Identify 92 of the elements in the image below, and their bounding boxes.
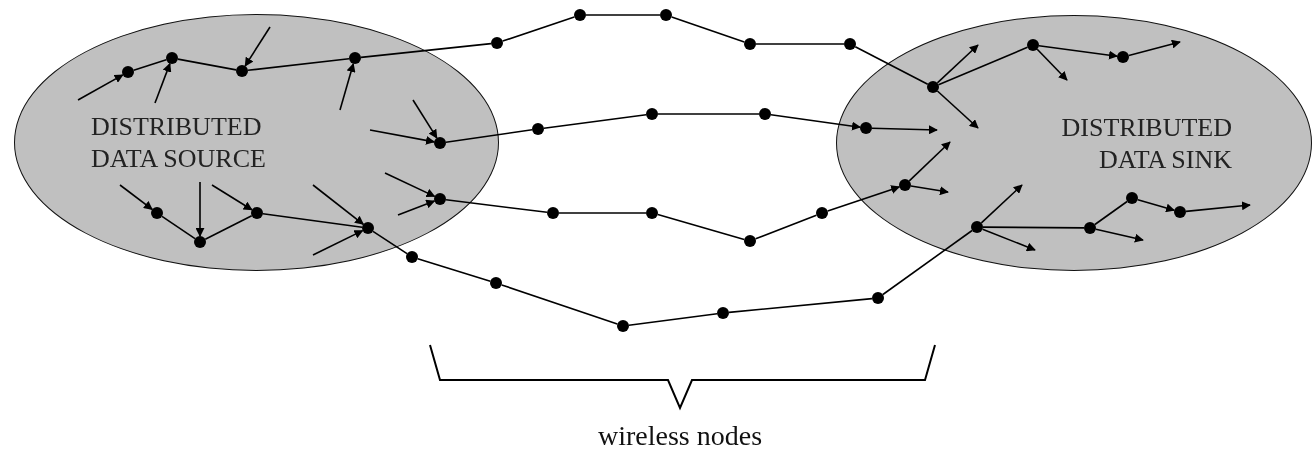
link-line	[657, 213, 745, 241]
node-dot	[1116, 50, 1129, 63]
link-line	[543, 114, 647, 129]
node-dot	[1125, 191, 1138, 204]
link-line	[262, 213, 363, 228]
flow-arrow	[312, 229, 364, 256]
link-line	[161, 215, 196, 240]
flow-arrow	[369, 129, 435, 145]
node-dot	[1026, 38, 1039, 51]
link-line	[937, 46, 1029, 86]
link-line	[558, 212, 647, 214]
flow-arrow	[119, 184, 153, 211]
node-dot	[744, 38, 756, 50]
node-dot	[859, 121, 872, 134]
node-dot	[547, 207, 559, 219]
node-dot	[646, 207, 658, 219]
node-dot	[235, 64, 248, 77]
flow-arrow	[871, 125, 938, 135]
flow-arrow	[936, 44, 979, 84]
flow-arrow	[1185, 201, 1251, 213]
node-dot	[121, 65, 134, 78]
cluster-label: DISTRIBUTED DATA SOURCE	[91, 111, 267, 175]
node-dot	[646, 108, 658, 120]
flow-arrow	[339, 62, 356, 111]
node-dot	[348, 51, 361, 64]
node-dot	[872, 292, 884, 304]
link-line	[1137, 198, 1176, 213]
flow-arrow	[1128, 39, 1181, 57]
node-dot	[490, 277, 502, 289]
node-dot	[1083, 221, 1096, 234]
node-dot	[759, 108, 771, 120]
link-line	[1038, 45, 1118, 60]
node-dot	[250, 206, 263, 219]
node-dot	[491, 37, 503, 49]
flow-arrow	[910, 185, 949, 196]
link-line	[445, 129, 533, 143]
node-dot	[816, 207, 828, 219]
flow-arrow	[980, 184, 1023, 224]
link-line	[372, 230, 408, 255]
node-dot	[717, 307, 729, 319]
link-line	[247, 57, 350, 72]
link-line	[132, 59, 168, 71]
link-line	[770, 114, 861, 131]
node-dot	[433, 136, 446, 149]
flow-arrow	[384, 172, 436, 198]
node-dot	[926, 80, 939, 93]
link-line	[882, 229, 973, 296]
node-dot	[898, 178, 911, 191]
link-line	[585, 14, 661, 16]
link-line	[982, 226, 1085, 229]
link-line	[416, 258, 492, 282]
link-line	[501, 16, 576, 42]
link-line	[628, 313, 718, 326]
node-dot	[744, 235, 756, 247]
flow-arrow	[77, 74, 124, 101]
link-line	[360, 42, 492, 59]
link-line	[755, 43, 845, 45]
node-dot	[433, 192, 446, 205]
link-line	[826, 185, 901, 212]
link-line	[177, 58, 237, 71]
flow-arrow	[412, 99, 438, 139]
flow-arrow	[312, 184, 365, 226]
flow-arrow	[936, 90, 979, 129]
flow-arrow	[195, 181, 205, 237]
brace-label: wireless nodes	[596, 420, 764, 452]
link-line	[728, 297, 873, 314]
flow-arrow	[908, 141, 951, 182]
node-dot	[532, 123, 544, 135]
node-dot	[1173, 205, 1186, 218]
node-dot	[165, 51, 178, 64]
node-dot	[193, 235, 206, 248]
cluster-label: DISTRIBUTED DATA SINK	[1060, 112, 1232, 176]
node-dot	[617, 320, 629, 332]
flow-arrow	[397, 199, 436, 216]
node-dot	[150, 206, 163, 219]
link-line	[445, 198, 548, 214]
flow-arrow	[154, 62, 172, 104]
flow-arrow	[1036, 48, 1068, 81]
link-line	[500, 284, 619, 325]
link-line	[1094, 200, 1128, 226]
link-line	[657, 113, 760, 115]
flow-arrow	[244, 26, 271, 67]
flow-arrow	[981, 228, 1036, 252]
node-dot	[660, 9, 672, 21]
flow-arrow	[211, 184, 253, 211]
flow-arrow	[1095, 228, 1144, 243]
node-dot	[970, 220, 983, 233]
link-line	[854, 46, 929, 85]
link-line	[670, 16, 746, 43]
link-line	[754, 214, 818, 240]
link-line	[204, 214, 253, 241]
node-dot	[574, 9, 586, 21]
